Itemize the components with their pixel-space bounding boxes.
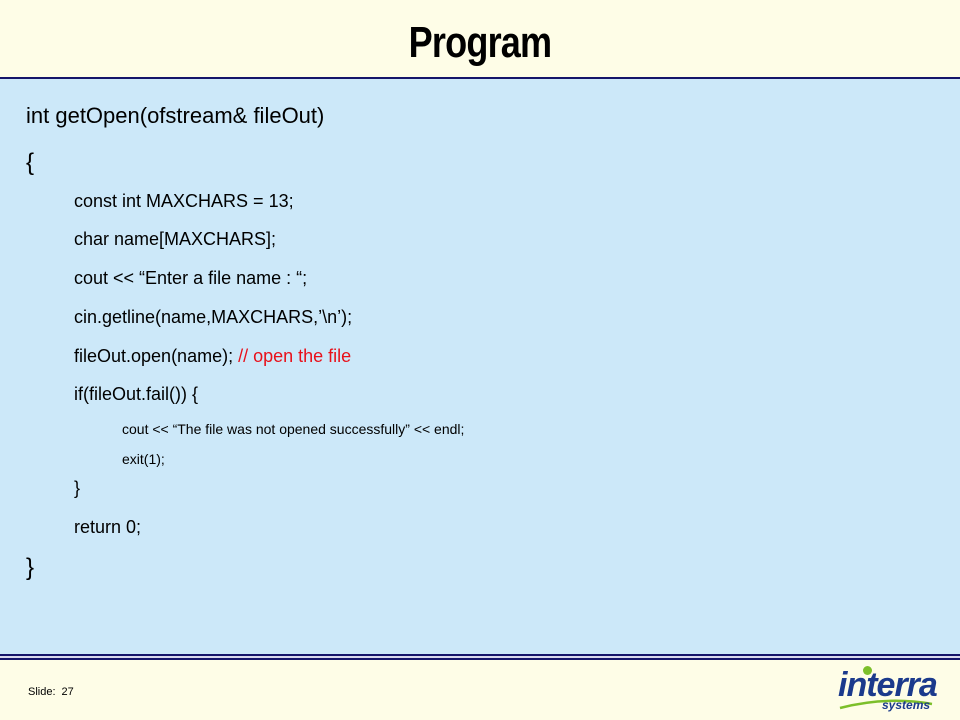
code-open-brace: {	[26, 149, 35, 176]
code-line-if-fail: if(fileOut.fail()) {	[74, 384, 199, 404]
code-line-open: fileOut.open(name); // open the file	[74, 346, 351, 367]
code-line-char-name: char name[MAXCHARS];	[74, 229, 277, 249]
interra-logo: interra systems	[838, 666, 948, 716]
slide-title: Program	[408, 18, 552, 67]
code-comment: // open the file	[238, 346, 352, 366]
code-line-return: return 0;	[74, 517, 142, 537]
logo-dot-icon	[863, 666, 872, 675]
code-line-maxchars: const int MAXCHARS = 13;	[74, 191, 294, 211]
code-signature: int getOpen(ofstream& fileOut)	[26, 103, 325, 128]
slide-footer: Slide: 27	[28, 686, 80, 698]
code-close-brace: }	[26, 554, 35, 581]
logo-tagline: systems	[882, 698, 931, 712]
bottom-rule	[0, 654, 960, 660]
slide-label: Slide:	[28, 686, 56, 698]
code-line-getline: cin.getline(name,MAXCHARS,’\n’);	[74, 307, 353, 327]
slide-number: 27	[61, 686, 74, 698]
logo-swoosh-icon	[839, 699, 933, 710]
code-line-cout-error: cout << “The file was not opened success…	[122, 421, 465, 437]
code-line-cout-prompt: cout << “Enter a file name : “;	[74, 268, 308, 288]
logo-name: interra	[838, 666, 938, 704]
content-area: int getOpen(ofstream& fileOut) { const i…	[0, 79, 960, 659]
code-close-if: }	[74, 478, 81, 498]
code-line-exit: exit(1);	[122, 451, 165, 467]
code-open-statement: fileOut.open(name);	[74, 346, 234, 366]
